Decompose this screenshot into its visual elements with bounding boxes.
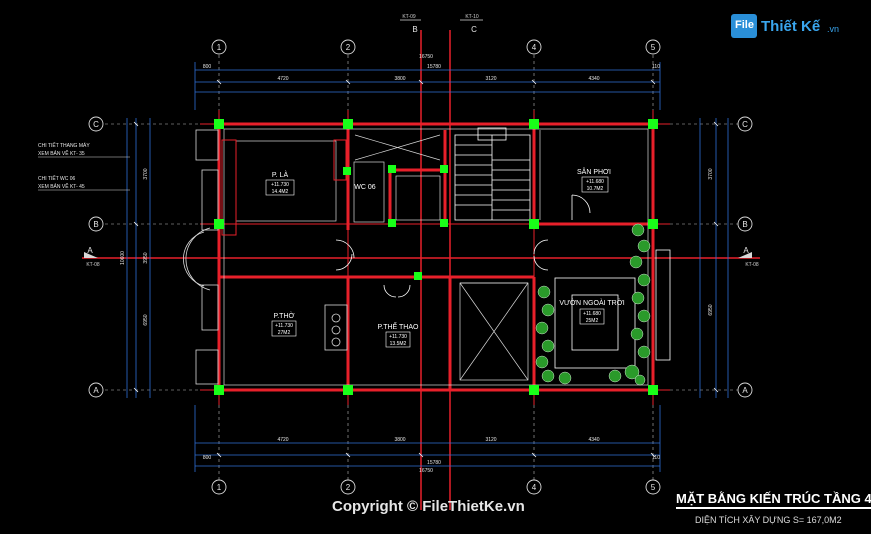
note-2-line1: CHI TIẾT WC 06	[38, 175, 76, 182]
dim-edge-right: 110	[652, 64, 660, 70]
dim-edge-right-bottom: 110	[652, 455, 660, 461]
axis-label-4: 4	[532, 43, 537, 52]
dim-seg-2-bottom: 3800	[394, 437, 405, 443]
columns	[214, 119, 658, 395]
axis-label-5-bottom: 5	[651, 483, 656, 492]
grid-extensions	[105, 55, 738, 480]
dim-edge-left-bottom: 800	[203, 455, 212, 461]
dim-total: 15780	[427, 64, 441, 70]
section-ref-a-right: KT-08	[745, 262, 759, 268]
room-name-pla: P. LÀ	[272, 170, 289, 179]
dimension-lines	[126, 62, 729, 472]
dim-total-bottom: 15780	[427, 460, 441, 466]
section-ref-a-left: KT-08	[86, 262, 100, 268]
wall-outlines	[223, 128, 649, 386]
vertical-dimension-texts: 3700 3950 6950 10600 3700 6950	[120, 168, 714, 325]
axis-label-b: B	[93, 220, 98, 229]
dim-left-bottom: 6950	[143, 314, 149, 325]
section-label-a-right: A	[743, 246, 749, 255]
staircase	[454, 127, 531, 221]
dim-overall: 16750	[419, 54, 433, 60]
room-name-garden: VƯỜN NGOÀI TRỜI	[559, 298, 624, 307]
axis-label-2-bottom: 2	[346, 483, 351, 492]
dim-left-mid: 3950	[143, 252, 149, 263]
room-level-gym: +11.730	[389, 334, 407, 340]
dim-right-top: 3700	[708, 168, 714, 179]
axis-label-4-bottom: 4	[532, 483, 537, 492]
section-ref-b: KT-09	[402, 14, 416, 20]
dim-seg-3-bottom: 3120	[485, 437, 496, 443]
room-level-sanphoi: +11.680	[586, 179, 604, 185]
dimension-ticks	[133, 79, 719, 458]
axis-label-a-right: A	[742, 386, 748, 395]
dim-right-bottom: 6950	[708, 304, 714, 315]
axis-label-1: 1	[217, 43, 222, 52]
dim-seg-1-bottom: 4720	[277, 437, 288, 443]
section-ref-c: KT-10	[465, 14, 479, 20]
room-name-gym: P.THỂ THAO	[378, 322, 420, 331]
dim-seg-3: 3120	[485, 76, 496, 82]
logo-badge	[731, 14, 757, 38]
dim-seg-1: 4720	[277, 76, 288, 82]
dim-seg-2: 3800	[394, 76, 405, 82]
note-1-line1: CHI TIẾT THANG MÁY	[38, 142, 90, 149]
dim-seg-4-bottom: 4340	[588, 437, 599, 443]
altar	[324, 304, 348, 351]
room-level-altar: +11.730	[275, 323, 293, 329]
furniture	[221, 139, 347, 236]
axis-labels: 1 2 4 5 1 2 4 5 C B A C B A B C A A	[87, 25, 749, 492]
axis-label-a: A	[93, 386, 99, 395]
axis-label-2: 2	[346, 43, 351, 52]
garden	[554, 249, 671, 369]
logo-tld-text: .vn	[827, 24, 840, 34]
logo-file-text: File	[735, 19, 754, 31]
bay-window	[183, 129, 219, 385]
room-name-altar: P.THỜ	[273, 311, 294, 320]
note-1-line2: XEM BẢN VẼ KT- 35	[38, 150, 85, 157]
dim-edge-left: 800	[203, 64, 212, 70]
copyright-watermark: Copyright © FileThietKe.vn	[332, 498, 525, 515]
section-markers	[84, 252, 752, 258]
drawing-subtitle: DIỆN TÍCH XÂY DỰNG S= 167,0M2	[695, 515, 842, 525]
dim-seg-4: 4340	[588, 76, 599, 82]
section-label-c: C	[471, 25, 477, 34]
section-label-b: B	[412, 25, 417, 34]
room-area-pla: 14.4M2	[272, 189, 289, 195]
walls	[217, 122, 655, 392]
axis-label-5: 5	[651, 43, 656, 52]
doors	[335, 194, 591, 298]
room-name-sanphoi: SÂN PHƠI	[577, 167, 611, 176]
axis-label-1-bottom: 1	[217, 483, 222, 492]
section-label-a-left: A	[87, 246, 93, 255]
room-labels: P. LÀ +11.730 14.4M2 WC 06 SÂN PHƠI +11.…	[265, 167, 625, 348]
brand-logo: File Thiết Kế .vn	[731, 12, 841, 42]
dimension-texts: 800 4720 3800 3120 4340 110 15780 16750 …	[203, 54, 660, 474]
room-area-garden: 25M2	[586, 318, 599, 324]
drawing-title: MẶT BẰNG KIẾN TRÚC TẦNG 4	[676, 491, 871, 509]
axis-label-b-right: B	[742, 220, 747, 229]
notes: CHI TIẾT THANG MÁY XEM BẢN VẼ KT- 35 CHI…	[38, 142, 90, 190]
room-name-wc: WC 06	[354, 184, 376, 191]
room-area-sanphoi: 10.7M2	[587, 186, 604, 192]
grid-bubbles	[88, 39, 753, 495]
room-level-pla: +11.730	[271, 182, 289, 188]
note-2-line2: XEM BẢN VẼ KT- 45	[38, 183, 85, 190]
plants	[535, 223, 651, 386]
axis-label-c: C	[93, 120, 99, 129]
room-area-gym: 13.5M2	[390, 341, 407, 347]
note-leaders	[38, 156, 130, 191]
dim-overall-bottom: 16750	[419, 468, 433, 474]
section-lines	[82, 30, 760, 510]
section-refs: KT-09 KT-10 KT-08 KT-08	[86, 14, 759, 268]
room-level-garden: +11.680	[583, 311, 601, 317]
room-area-altar: 27M2	[278, 330, 291, 336]
logo-name-text: Thiết Kế	[761, 18, 821, 35]
axis-label-c-right: C	[742, 120, 748, 129]
dim-left-top: 3700	[143, 168, 149, 179]
dim-left-total: 10600	[120, 251, 126, 265]
